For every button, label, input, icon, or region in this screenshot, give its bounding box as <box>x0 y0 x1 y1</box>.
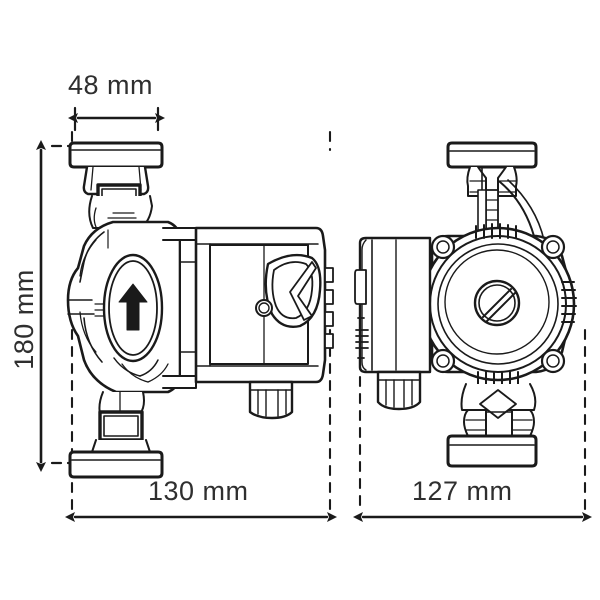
front-view <box>354 141 577 468</box>
dimension-label-width-top: 48 mm <box>68 70 154 100</box>
indicator-led <box>255 299 273 317</box>
top-flange <box>446 141 538 169</box>
centre-slotted-screw <box>473 279 521 327</box>
extension-lines-front <box>358 328 587 514</box>
bottom-flange <box>446 434 538 468</box>
lower-flange-neck <box>91 439 151 453</box>
cooling-fins <box>475 223 577 387</box>
flow-direction-arrow <box>102 253 164 363</box>
dimension-label-width-front: 127 mm <box>412 476 513 506</box>
terminal-ribs <box>355 317 369 359</box>
dimension-label-width-side: 130 mm <box>148 476 249 506</box>
top-flange <box>68 141 164 169</box>
dimension-lines <box>36 106 592 522</box>
body-motor-collar <box>162 227 197 389</box>
extension-lines-side <box>70 130 332 514</box>
terminal-box <box>358 236 432 374</box>
terminal-window[interactable] <box>354 269 367 305</box>
bottom-flange <box>68 450 164 479</box>
cable-gland <box>248 380 294 420</box>
top-neck <box>477 166 545 241</box>
dimension-label-height-left: 180 mm <box>8 269 39 370</box>
corner-bolts <box>430 234 566 374</box>
cable-gland <box>376 370 422 411</box>
bottom-union-nut <box>98 410 144 442</box>
side-view <box>66 141 334 479</box>
bottom-hex-nuts <box>463 409 535 437</box>
speed-selector-knob[interactable] <box>264 253 322 328</box>
bottom-neck <box>460 383 537 419</box>
